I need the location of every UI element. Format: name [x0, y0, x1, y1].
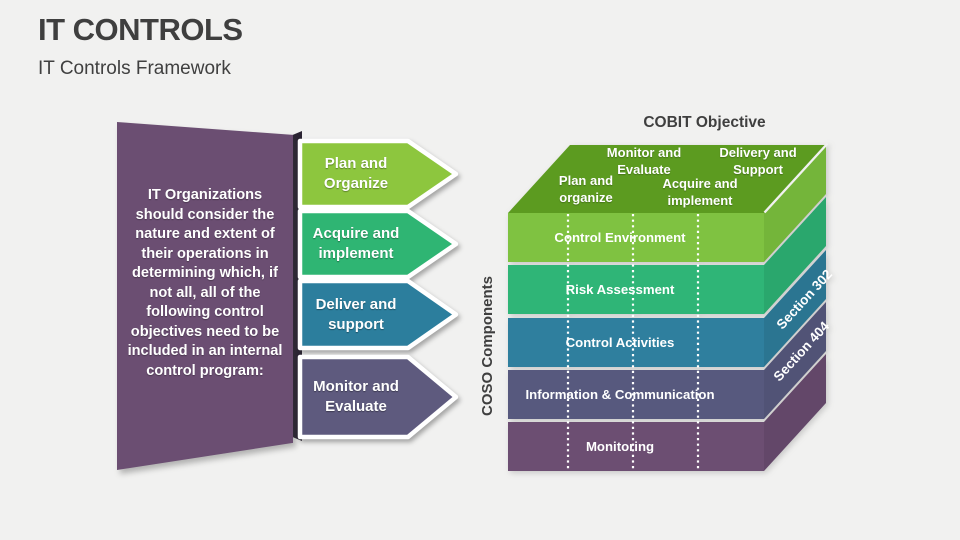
layer-side-control-environment	[764, 145, 826, 262]
layer-front-information-communication	[508, 370, 764, 419]
layer-label: Risk Assessment	[566, 282, 675, 297]
layer-label: Control Activities	[566, 335, 675, 350]
arrow-label: Plan and Organize	[323, 155, 389, 192]
layer-front-risk-assessment	[508, 265, 764, 314]
cube-edge-highlight	[763, 142, 829, 214]
layer-side-information-communication	[764, 302, 826, 419]
arrow-deliver-and-support	[297, 278, 459, 351]
layer-side-risk-assessment	[764, 197, 826, 314]
cobit-arrows-graphic	[297, 138, 459, 440]
page-subtitle: IT Controls Framework	[38, 58, 231, 79]
cube-top-face	[508, 145, 826, 213]
arrow-label: Deliver and support	[315, 295, 397, 333]
arrow-acquire-and-implement	[297, 208, 459, 280]
layer-side-monitoring	[764, 354, 826, 471]
top-face-label-plan-and-organize: Plan and organize	[558, 173, 614, 205]
arrow-label: Monitor and Evaluate	[313, 378, 399, 415]
intro-panel-shape	[117, 122, 293, 470]
coso-cube-graphic: Control Environment Risk Assessment Cont…	[508, 142, 835, 471]
arrow-monitor-and-evaluate	[297, 354, 459, 440]
intro-panel: IT Organizations should consider the nat…	[117, 122, 293, 470]
layer-front-control-activities	[508, 318, 764, 367]
layer-front-monitoring	[508, 422, 764, 471]
layer-label: Monitoring	[586, 439, 654, 454]
cobit-objective-title: COBIT Objective	[643, 114, 766, 131]
intro-panel-text: IT Organizations should consider the nat…	[127, 187, 283, 379]
arrow-plan-and-organize	[297, 138, 459, 210]
panel-spine	[291, 131, 302, 441]
top-face-label-monitor-and-evaluate: Monitor and Evaluate	[606, 145, 682, 177]
top-face-label-delivery-and-support: Delivery and Support	[719, 145, 797, 177]
layer-side-control-activities	[764, 250, 826, 367]
layer-label: Information & Communication	[525, 387, 714, 402]
layer-label: Control Environment	[554, 230, 686, 245]
layer-front-control-environment	[508, 213, 764, 262]
top-face-label-acquire-and-implement: Acquire and implement	[662, 176, 738, 208]
arrow-label: Acquire and implement	[312, 225, 400, 262]
page-title: IT CONTROLS	[38, 12, 243, 47]
